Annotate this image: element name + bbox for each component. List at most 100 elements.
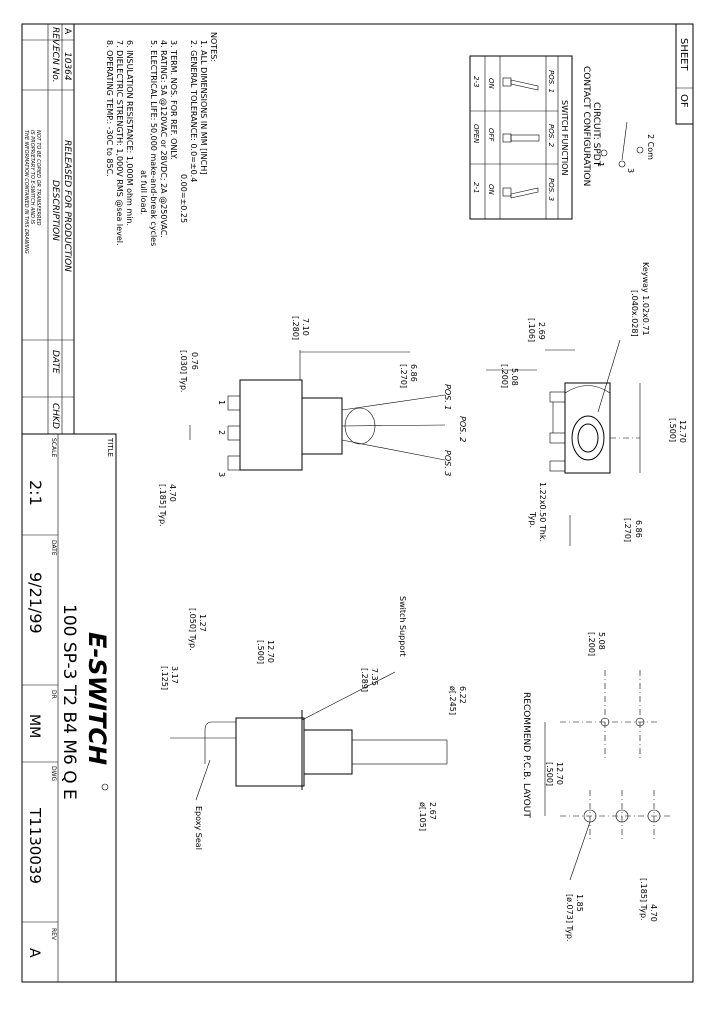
dim-127-in: [.050] Typ. [188,608,197,651]
pcb-dim-1270: 12.70 [555,762,564,785]
terms-pos2: OPEN [472,124,480,144]
scale-value: 2:1 [26,480,45,506]
dim-622-in: ø[.245] [448,686,457,715]
dim-1270-front-in: [.500] [256,640,265,664]
dr-value: MM [26,714,42,738]
note-1: 1. ALL DIMENSIONS IN MM [INCH] [199,40,208,174]
circuit-t3: 3 [626,168,635,173]
pcb-dim-185: 1.85 [575,894,584,912]
description-value: RELEASED FOR PRODUCTION [62,140,72,272]
rev-label: REV [50,928,57,941]
dim-317: 3.17 [170,666,179,684]
sheet-label: SHEET [678,38,689,72]
note-4: 4. RATING: 5A @120VAC or 28VDC; 2A @250V… [159,40,168,238]
proprietary-line-3: NOT TO BE COPIED OR TRANSFERRED [35,130,41,226]
note-6: 6. INSULATION RESISTANCE: 1,000M ohm min… [125,40,134,226]
lever-pos3-icon [502,187,539,199]
circuit-t1: 1 [596,162,605,167]
state-pos3: ON [487,184,495,196]
side-view: 7.10 [.280] 6.86 [.270] 0.76 [.030] Typ.… [158,316,467,527]
of-label: OF [678,94,689,108]
rev-value-title: A [26,948,42,958]
dwg-value: T1130039 [26,807,44,884]
terms-pos3: 2-1 [472,182,480,193]
dim-735-in: [.289] [360,668,369,692]
switch-function-header: SWITCH FUNCTION [560,100,569,175]
pcb-title: RECOMMEND P.C.B. LAYOUT [521,692,531,818]
dim-686-side: 6.86 [409,364,418,382]
circuit-title: CIRCUIT: SPDT [591,102,601,167]
pos2-label: POS. 2 [458,416,467,442]
dim-1270-top: 12.70 [678,420,687,443]
note-5: 5. ELECTRICAL LIFE: 50,000 make-and-brea… [149,40,158,246]
front-view: Switch Support 1.27 [.050] Typ. 12.70 [.… [160,596,467,850]
note-8: 8. OPERATING TEMP.: -30C to 85C. [105,40,114,177]
dim-735: 7.35 [370,668,379,686]
lever-pos2-icon [502,133,540,143]
date-value: 9/21/99 [26,572,45,634]
dim-267-in: ø[.105] [418,802,427,831]
eswitch-logo: E-SWITCH [83,632,111,791]
dim-1270-top-in: [.500] [668,418,677,442]
note-7: 7. DIELECTRIC STRENGTH: 1,000V RMS @sea … [115,40,124,246]
terminal-thickness-typ: Typ. [528,511,537,528]
terminal-2: 2 [217,430,226,435]
terminal-3: 3 [217,472,226,477]
note-2: 2. GENERAL TOLERANCE: 0.0=±0.4 [189,40,198,182]
pos1-label: POS. 1 [443,384,452,410]
note-2b: 0.00=±0.25 [179,174,188,223]
title-block: TITLE 100 SP-3 T2 B4 M6 Q E E-SWITCH SCA… [21,433,117,983]
switch-function-table: SWITCH FUNCTION POS. 1 POS. 2 POS. 3 ON … [469,55,573,220]
col-pos2: POS. 2 [547,124,555,148]
dim-470-side: 4.70 [168,484,177,502]
terms-pos1: 2-3 [472,76,480,87]
pos3-label: POS. 3 [443,450,452,476]
description-header: DESCRIPTION [50,180,60,241]
ecn-value: 10364 [62,52,72,81]
dim-269: 2.69 [537,322,546,340]
dwg-label: DWG [50,766,57,782]
pcb-dim-1270-in: [.500] [545,762,554,786]
terminal-1: 1 [217,400,226,405]
ecn-header: ECN No. [50,46,60,83]
lever-pos1-icon [502,77,539,91]
pcb-dim-185-in: [ø.073] Typ. [565,894,574,942]
switch-support-label: Switch Support [398,596,407,657]
dr-label: DR [50,690,57,699]
dim-508-top: 5.08 [510,368,519,386]
dim-686-top: 6.86 [634,520,643,538]
date-label: DATE [50,540,57,556]
dim-076: 0.76 [190,352,199,370]
dim-508-top-in: [.200] [500,364,509,388]
state-pos2: OFF [487,128,495,143]
state-pos1: ON [487,78,495,90]
dim-127: 1.27 [198,614,207,632]
dim-686-top-in: [.270] [623,518,632,542]
dim-686-side-in: [.270] [399,364,408,388]
dim-317-in: [.125] [160,666,169,690]
circuit-schematic: 2 Com 1 3 CIRCUIT: SPDT CONTACT CONFIGUR… [581,66,655,186]
dim-622: 6.22 [458,686,467,704]
notes-heading: NOTES: [209,32,218,62]
epoxy-label: Epoxy Seal [194,806,203,850]
proprietary-line-2: IS PROPRIETARY TO E-SWITCH AND IS [29,130,35,225]
drawing-title: 100 SP-3 T2 B4 M6 Q E [59,604,79,800]
pcb-dim-470-in: [.185] Typ. [639,878,648,921]
rev-value: A [62,28,72,35]
terminal-thickness: 1.22x0.50 Thk. [538,482,547,542]
keyway-label: Keyway 1.02x0.71 [641,262,650,336]
dim-710: 7.10 [301,318,310,336]
com-label: 2 Com [646,134,655,160]
date-header: DATE [50,350,60,374]
scale-label: SCALE [50,438,57,457]
dim-470-side-in: [.185] Typ. [158,484,167,527]
dim-267: 2.67 [428,802,437,820]
chkd-header: CHKD [50,403,60,429]
dim-710-in: [.280] [291,316,300,340]
pcb-dim-508-in: [.200] [587,632,596,656]
dim-1270-front: 12.70 [266,640,275,663]
note-5b: at full load. [139,170,148,215]
circuit-subtitle: CONTACT CONFIGURATION [581,66,591,186]
sheet-box: SHEET OF [675,23,694,125]
